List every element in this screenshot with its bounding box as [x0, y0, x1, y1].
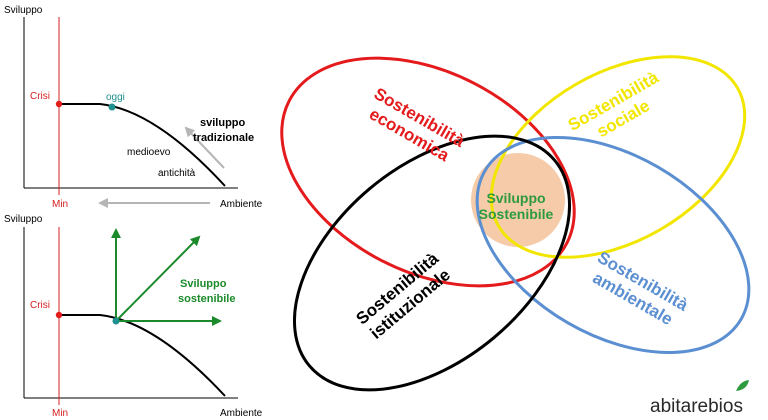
top-min-label: Min	[52, 199, 68, 210]
top-crisis-label: Crisi	[30, 91, 50, 102]
bottom-arrow-label-line1: Sviluppo	[180, 278, 227, 290]
brand-name: abitarebios	[650, 396, 743, 417]
economic-label: Sostenibilità economica	[366, 84, 468, 166]
brand-name-part2: bios	[708, 396, 743, 417]
top-grey-diagonal-arrow	[184, 126, 225, 169]
bottom-green-arrow-diagonal	[115, 235, 201, 322]
top-arrow-label-line2: tradizionale	[193, 132, 254, 144]
bottom-min-label: Min	[52, 408, 68, 419]
top-antiquity-label: antichità	[158, 168, 196, 179]
abitarebios-logo: abitarebios	[650, 380, 749, 417]
top-arrow-label-line1: sviluppo	[200, 117, 246, 129]
institutional-label: Sostenibilità istituzionale	[353, 249, 454, 343]
center-label-line2: Sostenibile	[479, 206, 554, 222]
top-x-axis-label: Ambiente	[220, 199, 263, 210]
bottom-x-axis-label: Ambiente	[220, 408, 263, 419]
top-today-dot	[108, 103, 116, 111]
top-today-label: oggi	[106, 92, 125, 103]
venn-diagram: Sostenibilità economica Sostenibilità so…	[280, 55, 751, 392]
leaf-icon	[736, 380, 749, 391]
institutional-ellipse	[292, 134, 572, 392]
top-y-axis-label: Sviluppo	[4, 5, 43, 16]
bottom-today-dot	[112, 317, 120, 325]
bottom-chart: Sviluppo Min Ambiente Crisi Sviluppo sos…	[4, 214, 263, 419]
social-ellipse	[489, 55, 747, 259]
environmental-ellipse	[475, 136, 751, 354]
environmental-label: Sostenibilità ambientale	[590, 248, 692, 329]
top-crisis-dot	[55, 100, 63, 108]
center-label-line1: Sviluppo	[486, 190, 545, 206]
bottom-crisis-dot	[55, 311, 63, 319]
bottom-development-curve	[59, 314, 226, 397]
bottom-y-axis-label: Sviluppo	[4, 214, 43, 225]
bottom-crisis-label: Crisi	[30, 300, 50, 311]
top-medieval-label: medioevo	[127, 147, 171, 158]
economic-ellipse	[280, 56, 576, 288]
top-development-curve	[59, 103, 226, 187]
top-chart: Sviluppo Min Ambiente Crisi oggi medioev…	[4, 5, 263, 210]
bottom-arrow-label-line2: sostenibile	[178, 293, 235, 305]
brand-name-part1: abitare	[650, 396, 708, 417]
